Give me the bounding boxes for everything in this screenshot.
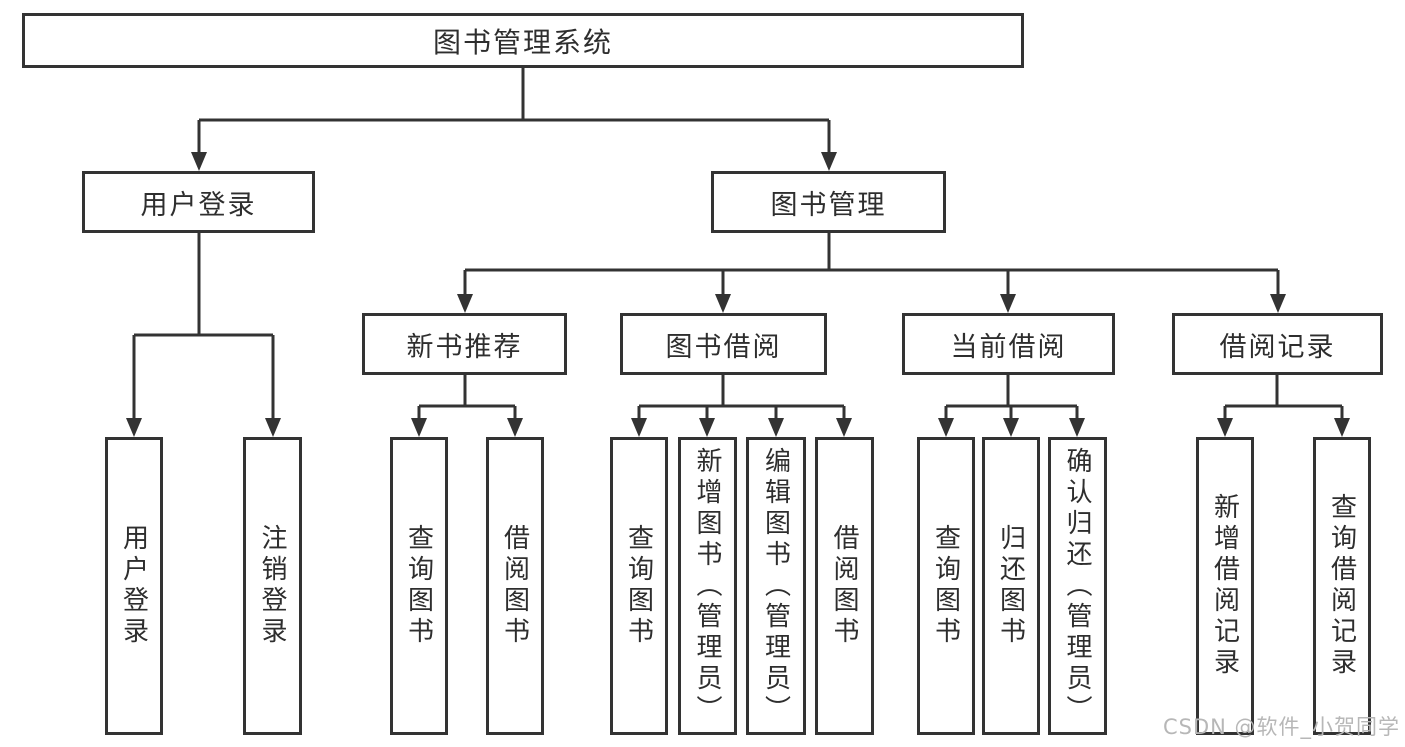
connector-records-to-leaves <box>1223 375 1344 421</box>
arrowhead <box>1069 418 1085 437</box>
leaf-logout-login: 注销登录 <box>243 437 302 735</box>
leaf-current-confirm-return-admin: 确认归还（管理员） <box>1048 437 1107 735</box>
arrowhead <box>126 418 142 437</box>
connector-currentborrow-to-leaves <box>944 375 1079 421</box>
leaf-current-query-books: 查询图书 <box>917 437 975 735</box>
node-borrow-records: 借阅记录 <box>1172 313 1383 375</box>
node-current-borrow: 当前借阅 <box>902 313 1115 375</box>
arrowhead <box>1003 418 1019 437</box>
arrowhead <box>938 418 954 437</box>
leaf-records-query-record: 查询借阅记录 <box>1313 437 1371 735</box>
arrowhead <box>631 418 647 437</box>
arrowhead <box>191 152 207 171</box>
watermark-csdn: CSDN @软件_小贺同学 <box>1163 715 1401 739</box>
arrowhead <box>1000 294 1016 313</box>
arrowhead <box>411 418 427 437</box>
arrowhead <box>457 294 473 313</box>
node-book-management: 图书管理 <box>711 171 946 233</box>
connector-newbook-to-leaves <box>417 375 517 421</box>
arrowhead <box>1334 418 1350 437</box>
arrowhead <box>699 418 715 437</box>
leaf-newbook-borrow-books: 借阅图书 <box>486 437 544 735</box>
connector-root-to-level2 <box>197 68 831 155</box>
leaf-user-login: 用户登录 <box>105 437 163 735</box>
arrowhead <box>1270 294 1286 313</box>
node-library-system: 图书管理系统 <box>22 13 1024 68</box>
arrowhead <box>836 418 852 437</box>
connector-userlogin-to-leaves <box>132 233 275 421</box>
arrowhead <box>768 418 784 437</box>
node-book-borrow: 图书借阅 <box>620 313 827 375</box>
connector-bookborrow-to-leaves <box>637 375 846 421</box>
leaf-newbook-query-books: 查询图书 <box>390 437 448 735</box>
arrowhead <box>507 418 523 437</box>
leaf-borrow-add-books-admin: 新增图书（管理员） <box>678 437 737 735</box>
arrowhead <box>1217 418 1233 437</box>
leaf-borrow-edit-books-admin: 编辑图书（管理员） <box>746 437 806 735</box>
arrowhead <box>265 418 281 437</box>
leaf-borrow-query-books: 查询图书 <box>610 437 668 735</box>
leaf-records-add-record: 新增借阅记录 <box>1196 437 1254 735</box>
leaf-current-return-books: 归还图书 <box>982 437 1040 735</box>
connector-bookmgmt-to-level3 <box>463 233 1280 297</box>
node-new-book-recommend: 新书推荐 <box>362 313 567 375</box>
arrowhead <box>821 152 837 171</box>
leaf-borrow-borrow-books: 借阅图书 <box>815 437 874 735</box>
arrowhead <box>715 294 731 313</box>
node-user-login: 用户登录 <box>82 171 315 233</box>
